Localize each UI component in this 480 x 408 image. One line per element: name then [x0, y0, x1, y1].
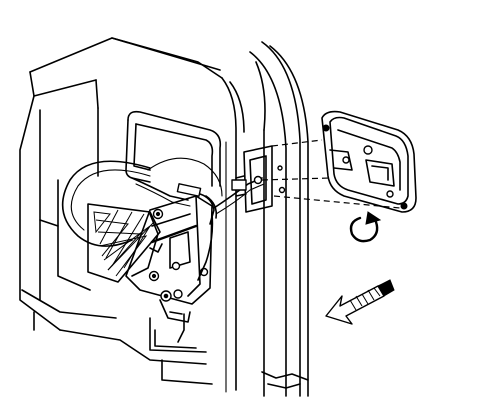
cable-end-icon [253, 175, 263, 185]
vehicle-body-panel [19, 37, 245, 393]
hatched-trim-panel [87, 203, 161, 283]
cable-connector-icon [176, 183, 202, 197]
rotation-direction-icon [349, 211, 382, 243]
removal-direction-arrow-icon [325, 279, 395, 325]
fuel-door-release-cable [131, 157, 265, 281]
door-hinge-screw-icon [363, 145, 373, 155]
fuel-door-housing [231, 145, 286, 213]
pivot-pin-icon [171, 261, 181, 271]
fuel-filler-door [321, 110, 417, 213]
frame-bolt-icon [278, 186, 286, 194]
housing-clip-icon [231, 179, 247, 191]
release-lever-mechanism [125, 195, 213, 343]
door-frame [249, 41, 309, 397]
lower-nut-icon [173, 289, 183, 299]
